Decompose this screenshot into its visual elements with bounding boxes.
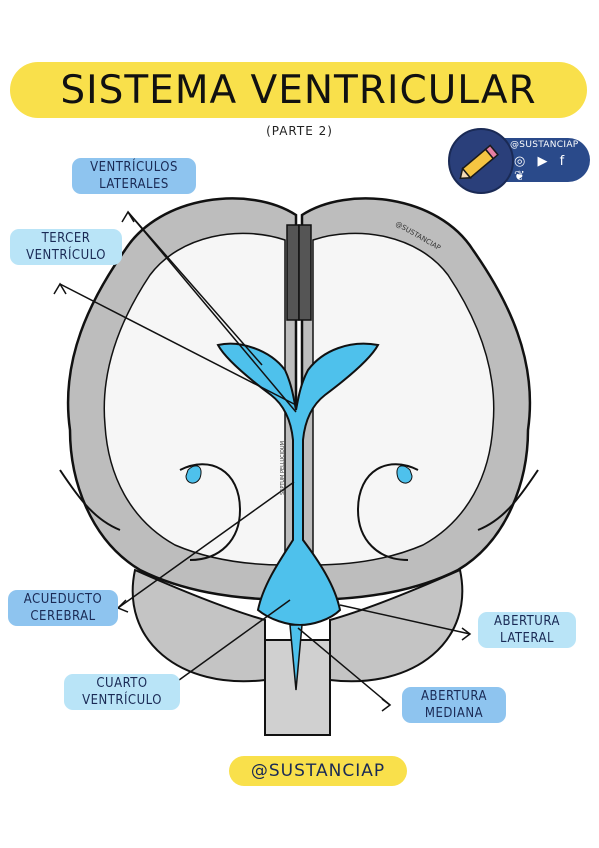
label-line: MEDIANA [424, 706, 484, 721]
label-cuarto-ventriculo: CUARTO VENTRÍCULO [64, 674, 180, 710]
label-line: VENTRÍCULOS [90, 160, 178, 175]
ventricular-system [216, 342, 380, 691]
cerebellum [131, 568, 464, 683]
label-tercer-ventriculo: TERCER VENTRÍCULO [10, 229, 122, 265]
label-line: VENTRÍCULO [26, 248, 106, 263]
label-line: LATERAL [500, 631, 554, 646]
page-subtitle: (PARTE 2) [266, 124, 333, 138]
label-ventriculos-laterales: VENTRÍCULOS LATERALES [72, 158, 196, 194]
label-line: LATERALES [99, 177, 169, 192]
pencil-icon [459, 144, 499, 180]
label-acueducto-cerebral: ACUEDUCTO CEREBRAL [8, 590, 118, 626]
pointer-lines [59, 211, 471, 706]
page-title: SISTEMA VENTRICULAR [60, 67, 537, 113]
label-abertura-lateral: ABERTURA LATERAL [478, 612, 576, 648]
title-banner: SISTEMA VENTRICULAR [10, 62, 587, 118]
label-line: ABERTURA [421, 689, 487, 704]
label-line: VENTRÍCULO [82, 693, 162, 708]
label-abertura-mediana: ABERTURA MEDIANA [402, 687, 506, 723]
septum-label: SEPTUM PELLUCIDUM [280, 441, 286, 495]
brainstem [264, 639, 331, 736]
label-line: ABERTURA [494, 614, 560, 629]
label-line: TERCER [41, 231, 91, 246]
footer-handle: @SUSTANCIAP [229, 756, 407, 786]
social-icons: ◎ ▶ f ❦ [514, 154, 569, 184]
brand-badge: @SUSTANCIAP ◎ ▶ f ❦ [448, 128, 590, 194]
label-line: ACUEDUCTO [23, 592, 103, 607]
label-line: CUARTO [96, 676, 148, 691]
brand-handle: @SUSTANCIAP [510, 140, 579, 150]
brand-logo [448, 128, 514, 194]
temporal-folds [179, 463, 419, 561]
label-line: CEREBRAL [30, 609, 96, 624]
